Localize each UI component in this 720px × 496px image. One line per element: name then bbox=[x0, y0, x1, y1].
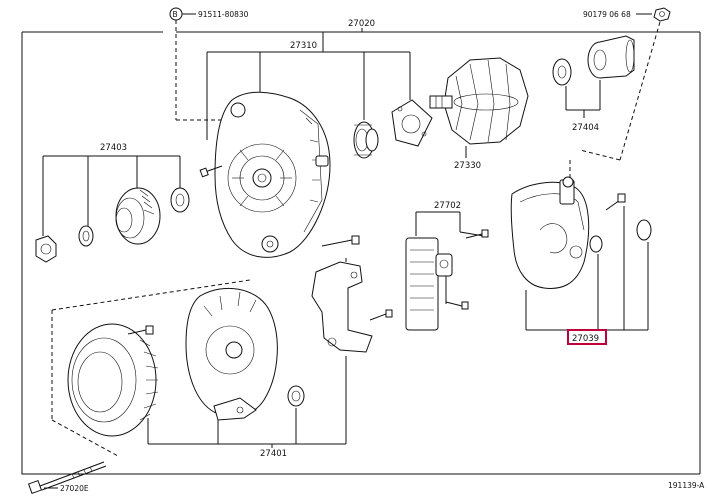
screw-brush bbox=[369, 309, 393, 321]
label-bearing-cover: 27404 bbox=[572, 123, 599, 133]
rotor-group: 27330 bbox=[429, 57, 529, 171]
label-end-cover: 27039 bbox=[572, 334, 599, 344]
label-pulley-set: 27403 bbox=[100, 143, 127, 153]
assembly-frame bbox=[21, 31, 701, 475]
stator bbox=[67, 323, 159, 437]
screw-rectifier-2 bbox=[445, 301, 469, 310]
drive-end-housing bbox=[214, 91, 331, 258]
label-rotor: 27330 bbox=[454, 161, 481, 171]
through-bolt bbox=[27, 461, 107, 495]
bushing bbox=[287, 385, 305, 407]
ref-nut-callout: 90179 06 68 bbox=[579, 7, 671, 161]
washer-pulley bbox=[78, 225, 94, 247]
bearing-cover-group: 27404 bbox=[552, 35, 635, 133]
rotor-shaft bbox=[429, 95, 453, 109]
pulley bbox=[115, 187, 161, 245]
label-frame-rear: 27401 bbox=[260, 449, 287, 459]
nut-end-cover bbox=[589, 235, 603, 253]
screw-rear bbox=[127, 325, 154, 335]
label-through-bolt: 27020E bbox=[60, 484, 89, 493]
rotor bbox=[429, 57, 529, 145]
bearing-rear bbox=[552, 58, 572, 86]
nut-icon bbox=[653, 7, 671, 22]
ref-bolt-callout: B 91511-80830 bbox=[169, 7, 250, 121]
diagram-id: 191139-A bbox=[668, 481, 705, 490]
nut-pulley bbox=[35, 235, 57, 263]
pulley-set-group: 27403 bbox=[35, 143, 190, 263]
rear-frame-group: 27401 bbox=[67, 287, 347, 459]
end-cover-highlight-box bbox=[567, 329, 607, 345]
bearing-front bbox=[353, 121, 379, 159]
main-assy-callout: 27020 bbox=[348, 19, 375, 32]
label-frame-drive-end: 27310 bbox=[290, 41, 317, 51]
label-ref-nut: 90179 06 68 bbox=[583, 10, 631, 19]
rear-frame bbox=[185, 287, 278, 421]
end-cover bbox=[510, 176, 590, 289]
regulator bbox=[405, 237, 453, 331]
through-bolt-group: 27020E bbox=[27, 461, 107, 495]
label-rectifier: 27702 bbox=[434, 201, 461, 211]
guide-lines bbox=[51, 160, 571, 457]
rectifier-group: 27702 bbox=[405, 201, 489, 331]
brush-holder bbox=[311, 258, 373, 353]
frame-drive-end-group: 27310 bbox=[199, 32, 433, 258]
end-cover-group: 27039 bbox=[510, 176, 652, 345]
bolt-housing bbox=[321, 235, 360, 247]
retainer-plate bbox=[391, 99, 433, 147]
spacer-pulley bbox=[170, 187, 190, 213]
label-ref-bolt: 91511-80830 bbox=[198, 10, 249, 19]
bearing-cover bbox=[587, 35, 635, 79]
screw-rectifier-1 bbox=[465, 229, 489, 239]
washer-end-cover bbox=[636, 219, 652, 241]
bolt-end-cover bbox=[605, 193, 626, 211]
circle-b-letter: B bbox=[173, 10, 178, 19]
screw-small-1 bbox=[199, 165, 223, 178]
label-main-assy: 27020 bbox=[348, 19, 375, 29]
